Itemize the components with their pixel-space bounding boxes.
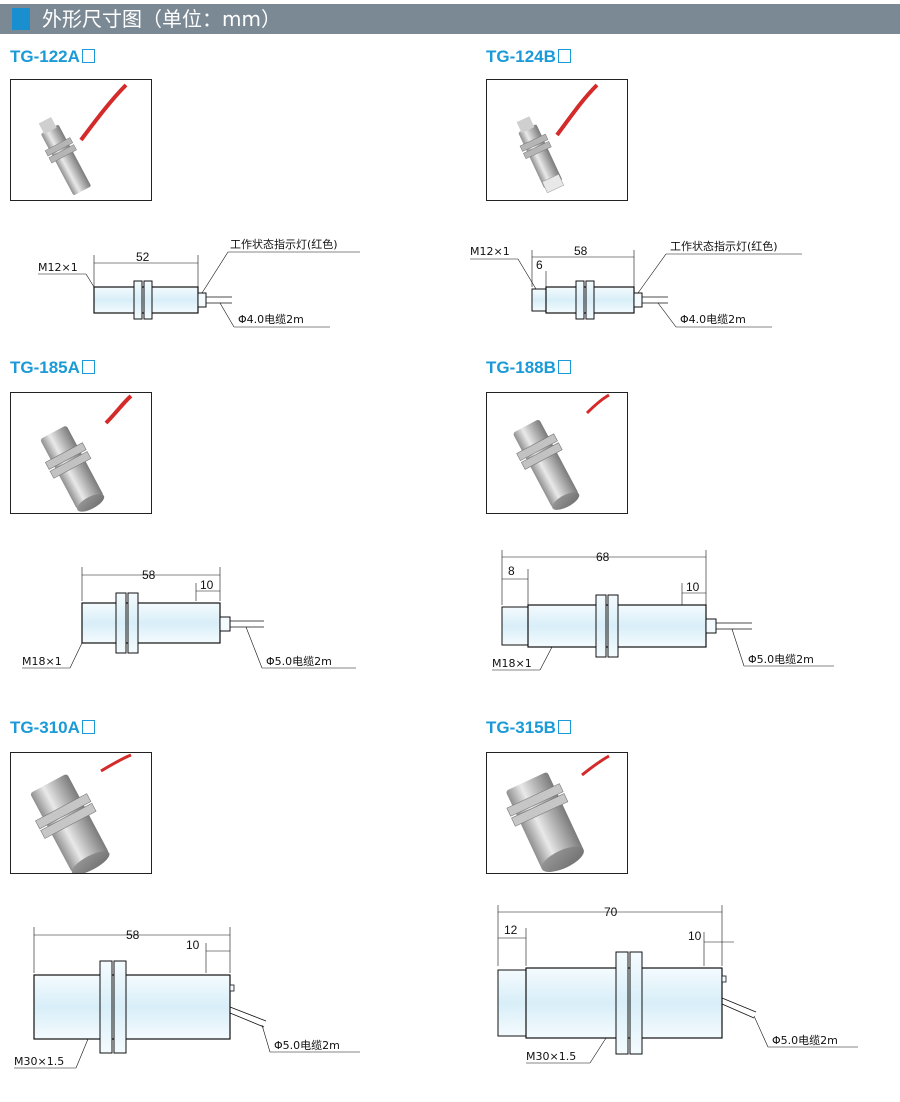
cable-label: Φ5.0电缆2m xyxy=(274,1039,340,1052)
model-checkbox-icon xyxy=(557,49,571,63)
product-photo-tg-124b xyxy=(486,79,628,201)
tip-length-label: 6 xyxy=(536,258,543,272)
length-label: 68 xyxy=(596,550,610,564)
length-label: 58 xyxy=(574,244,588,258)
header-accent-bar xyxy=(12,8,30,30)
length-label: 58 xyxy=(142,568,156,582)
model-title-tg-122a: TG-122A xyxy=(10,47,95,67)
indicator-label: 工作状态指示灯(红色) xyxy=(670,239,778,253)
dimension-drawing-tg-185a: 58 10 M18×1 Φ5.0电缆2m xyxy=(20,565,360,675)
cable-label: Φ5.0电缆2m xyxy=(266,655,332,668)
model-title-tg-315b: TG-315B xyxy=(486,718,571,738)
cable-label: Φ5.0电缆2m xyxy=(748,653,814,666)
length-label: 58 xyxy=(126,928,140,942)
thread-label: M12×1 xyxy=(38,261,78,274)
model-title-tg-310a: TG-310A xyxy=(10,718,95,738)
tail-length-label: 10 xyxy=(200,578,214,592)
dimension-drawing-tg-310a: 58 10 M30×1.5 Φ5.0电缆2m xyxy=(10,925,370,1075)
tail-length-label: 10 xyxy=(186,938,200,952)
product-photo-tg-315b xyxy=(486,752,628,874)
model-title-tg-185a: TG-185A xyxy=(10,358,95,378)
dimension-drawing-tg-188b: 68 8 10 M18×1 Φ5.0电缆2m xyxy=(476,545,836,675)
model-title-tg-124b: TG-124B xyxy=(486,47,571,67)
product-photo-tg-310a xyxy=(10,752,152,874)
cable-label: Φ4.0电缆2m xyxy=(680,313,746,326)
product-photo-tg-185a xyxy=(10,392,152,514)
indicator-label: 工作状态指示灯(红色) xyxy=(230,237,338,251)
section-title: 外形尺寸图（单位：mm） xyxy=(42,7,281,31)
model-title-tg-188b: TG-188B xyxy=(486,358,571,378)
thread-label: M18×1 xyxy=(492,657,532,670)
model-checkbox-icon xyxy=(81,49,95,63)
cable-label: Φ5.0电缆2m xyxy=(772,1034,838,1047)
dimension-drawing-tg-315b: 70 12 10 M30×1.5 Φ5.0电缆2m xyxy=(486,900,866,1070)
model-checkbox-icon xyxy=(81,360,95,374)
tip-length-label: 12 xyxy=(504,923,518,937)
section-header: 外形尺寸图（单位：mm） xyxy=(0,4,900,34)
dimension-drawing-tg-122a: 52 M12×1 工作状态指示灯(红色) Φ4.0电缆2m xyxy=(30,235,360,335)
product-photo-tg-122a xyxy=(10,79,152,201)
thread-label: M12×1 xyxy=(470,245,510,258)
tail-length-label: 10 xyxy=(686,580,700,594)
length-label: 70 xyxy=(604,905,618,919)
tail-length-label: 10 xyxy=(688,929,702,943)
thread-label: M30×1.5 xyxy=(14,1055,64,1068)
model-checkbox-icon xyxy=(557,720,571,734)
length-label: 52 xyxy=(136,250,150,264)
thread-label: M30×1.5 xyxy=(526,1050,576,1063)
dimension-drawing-tg-124b: 58 6 M12×1 工作状态指示灯(红色) Φ4.0电缆2m xyxy=(466,235,806,335)
thread-label: M18×1 xyxy=(22,655,62,668)
model-checkbox-icon xyxy=(557,360,571,374)
cable-label: Φ4.0电缆2m xyxy=(238,313,304,326)
model-checkbox-icon xyxy=(81,720,95,734)
tip-length-label: 8 xyxy=(508,564,515,578)
product-photo-tg-188b xyxy=(486,392,628,514)
